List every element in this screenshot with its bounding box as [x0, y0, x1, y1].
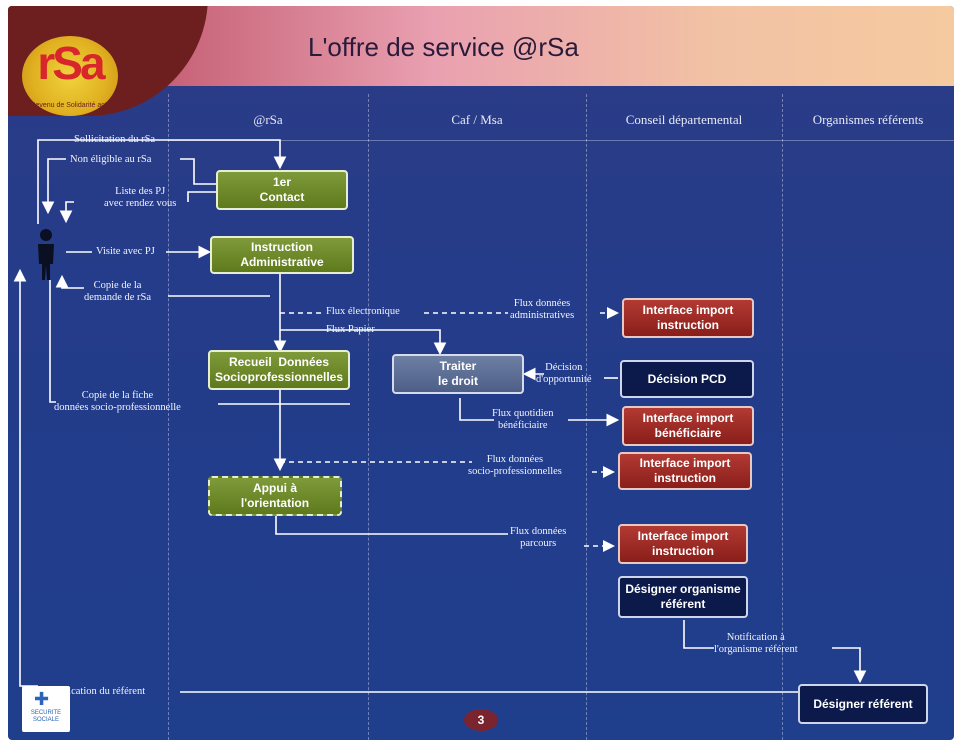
box-designer-organisme: Désigner organisme référent: [618, 576, 748, 618]
label-flux-electronique: Flux électronique: [326, 306, 400, 317]
label-copie-demande: Copie de la demande de rSa: [84, 280, 152, 303]
box-designer-referent: Désigner référent: [798, 684, 928, 724]
label-copie-fiche: Copie de la fiche données socio-professi…: [54, 390, 181, 413]
lane-header-rsa: @rSa: [253, 112, 283, 127]
lane-divider: [368, 94, 369, 740]
box-iface-instruction-2: Interface import instruction: [618, 452, 752, 490]
lane-divider: [168, 94, 169, 740]
label-notification-referent: Notification du référent: [46, 686, 146, 697]
label-non-eligible: Non éligible au rSa: [70, 154, 152, 165]
box-recueil: Recueil Données Socioprofessionnelles: [208, 350, 350, 390]
header-separator: [168, 140, 954, 141]
lane-header-conseil: Conseil départemental: [625, 112, 743, 127]
lane-divider: [586, 94, 587, 740]
securite-sociale-logo: ✚ SECURITE SOCIALE: [22, 686, 70, 732]
label-flux-quotidien: Flux quotidien bénéficiaire: [492, 408, 554, 431]
rsa-logo-text: rSa: [37, 37, 105, 89]
lane-header-organismes: Organismes référents: [812, 112, 924, 127]
label-decision-opportunite: Décision d'opportunité: [536, 362, 592, 385]
rsa-logo-subtitle: Revenu de Solidarité active: [30, 102, 116, 109]
box-iface-beneficiaire: Interface import bénéficiaire: [622, 406, 754, 446]
footer-logo-text: SECURITE SOCIALE: [30, 710, 62, 723]
label-flux-donnees-parcours: Flux données parcours: [510, 526, 567, 549]
page-title: L'offre de service @rSa: [308, 32, 579, 62]
box-iface-instruction-1: Interface import instruction: [622, 298, 754, 338]
cross-icon: ✚: [34, 689, 50, 709]
label-liste-pj: Liste des PJ avec rendez vous: [104, 186, 177, 209]
label-flux-donnees-admin: Flux données administratives: [510, 298, 575, 321]
label-visite-pj: Visite avec PJ: [96, 246, 155, 257]
person-icon: [38, 229, 54, 280]
label-flux-papier: Flux Papier: [326, 324, 375, 335]
box-first-contact: 1er Contact: [216, 170, 348, 210]
label-flux-donnees-socio: Flux données socio-professionnelles: [468, 454, 562, 477]
box-traiter: Traiter le droit: [392, 354, 524, 394]
label-notification-organisme: Notification à l'organisme référent: [714, 632, 798, 655]
slide: rSa Revenu de Solidarité active L'offre …: [8, 6, 954, 740]
box-instruction: Instruction Administrative: [210, 236, 354, 274]
box-decision-pcd: Décision PCD: [620, 360, 754, 398]
page-number: 3: [464, 709, 498, 731]
lane-divider: [782, 94, 783, 740]
label-sollicitation: Sollicitation du rSa: [74, 134, 156, 145]
lane-header-caf: Caf / Msa: [451, 112, 503, 127]
rsa-logo: [22, 36, 118, 116]
box-iface-instruction-3: Interface import instruction: [618, 524, 748, 564]
box-appui: Appui à l'orientation: [208, 476, 342, 516]
